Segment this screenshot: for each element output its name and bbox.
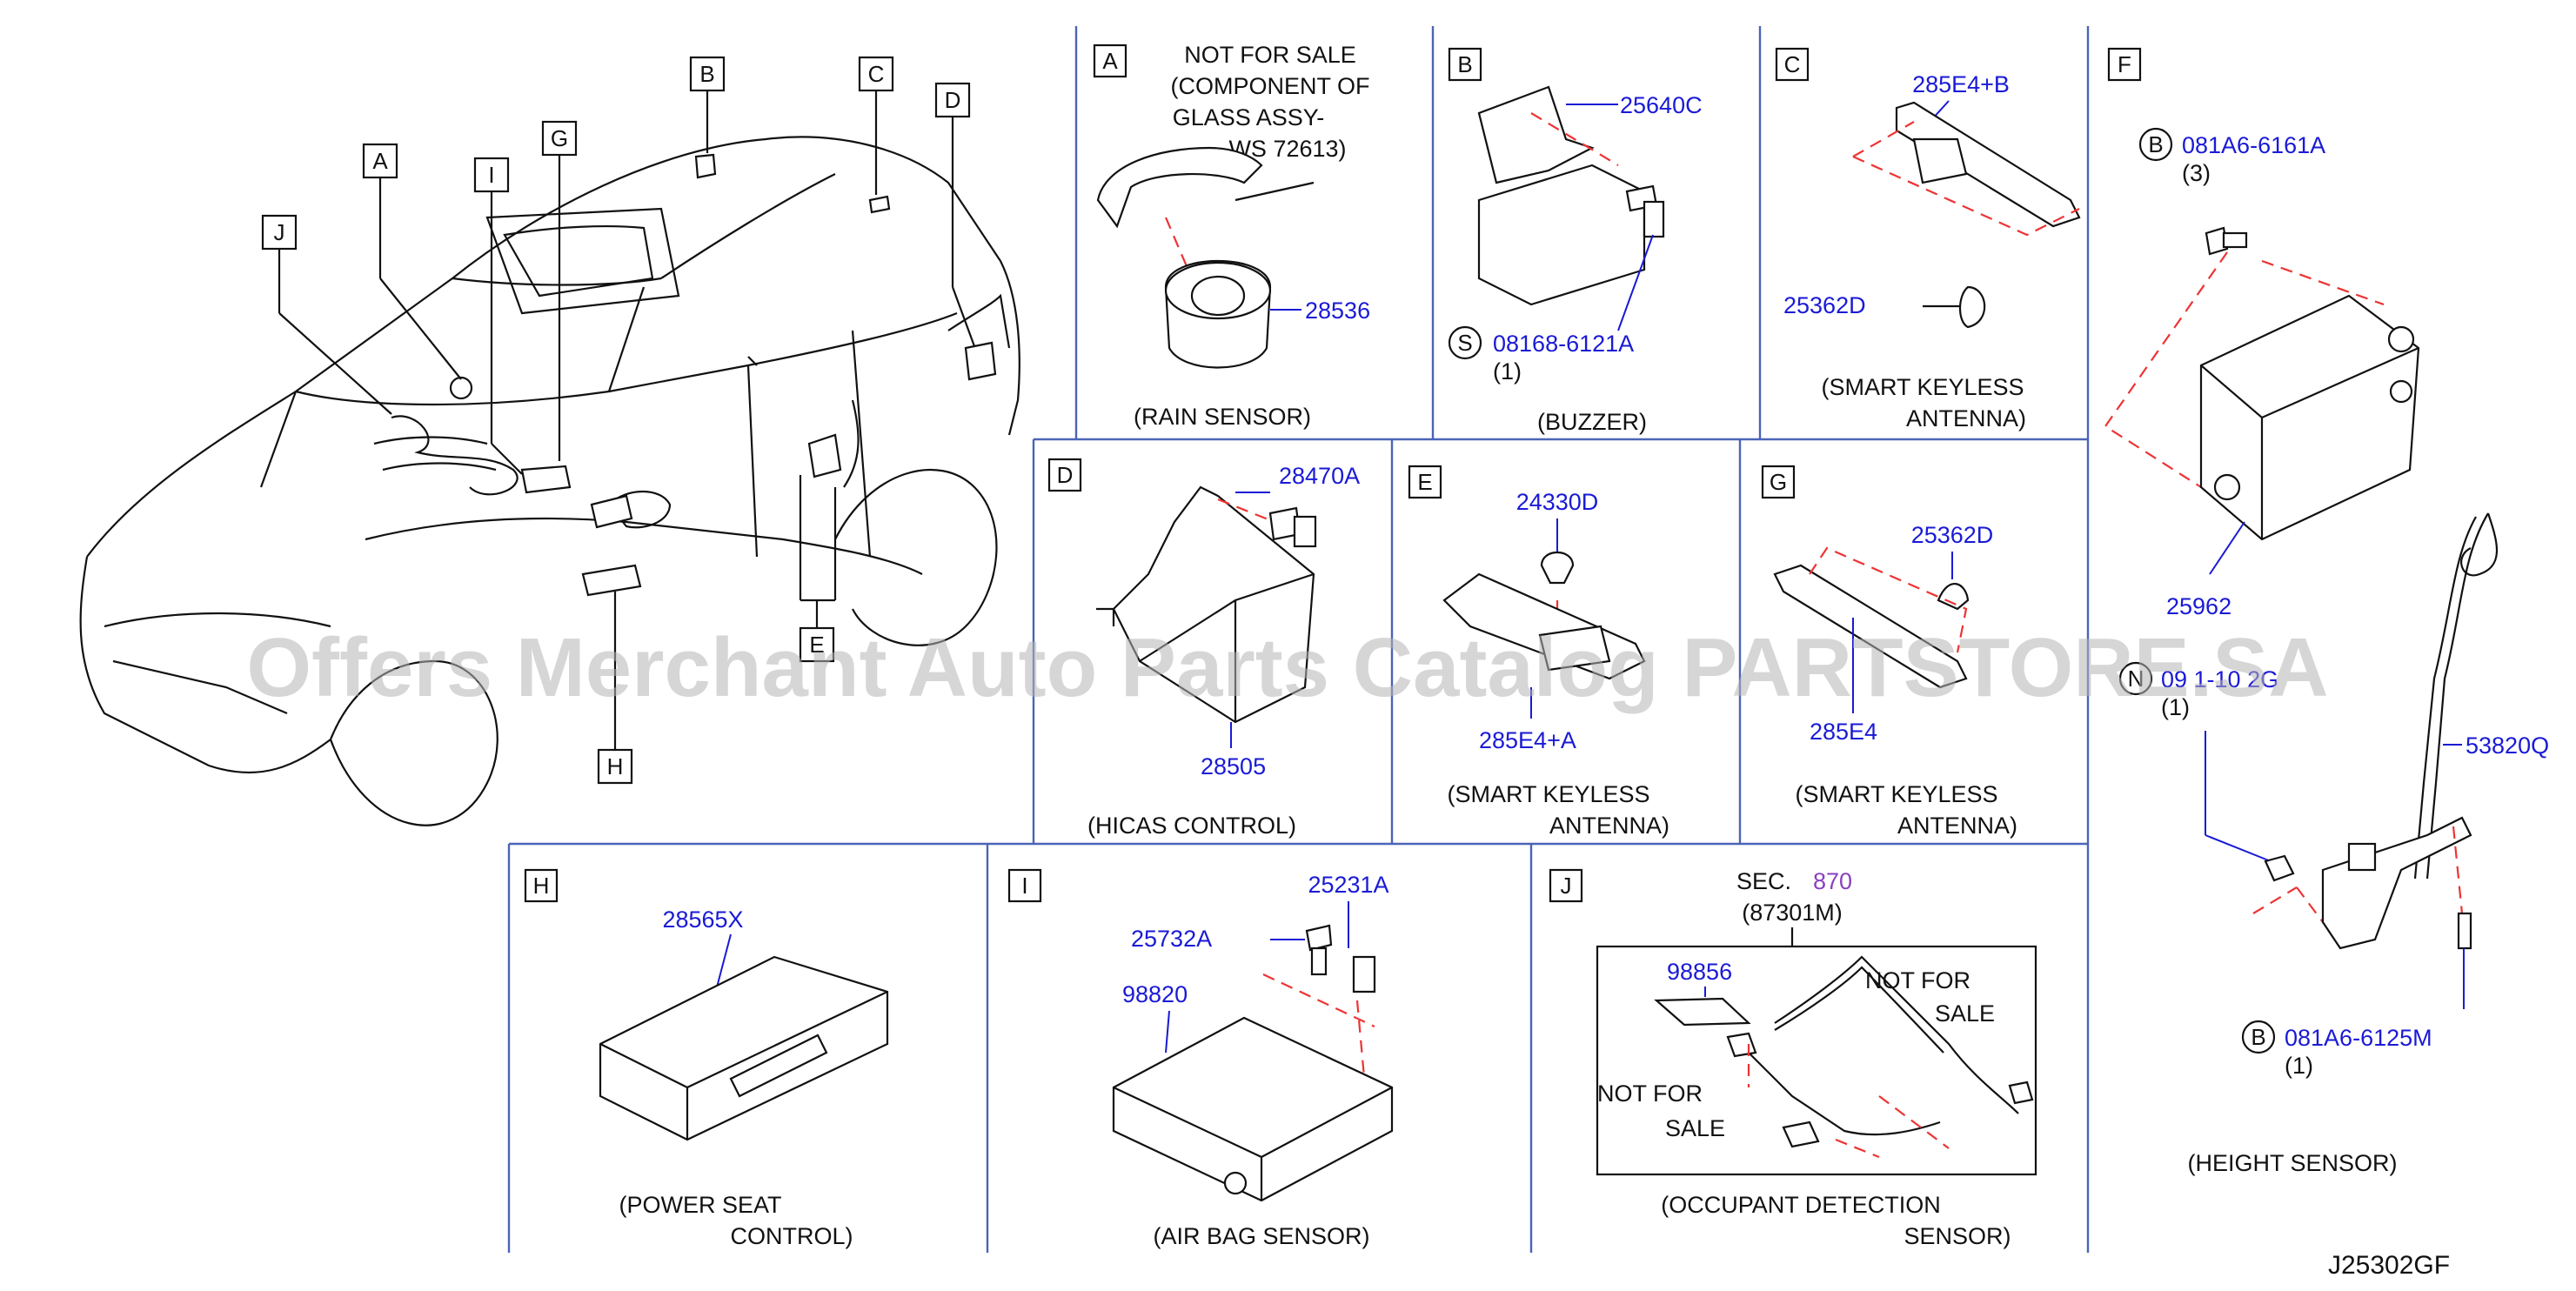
svg-text:B: B xyxy=(2148,131,2163,157)
svg-text:(1): (1) xyxy=(1493,358,1522,385)
part-number-285e4[interactable]: 285E4 xyxy=(1810,719,1877,745)
part-number-25362d-c[interactable]: 25362D xyxy=(1783,292,1866,318)
svg-text:I: I xyxy=(1021,873,1027,899)
panel-b-buzzer: B 25640C S 08168-6121A (1) (BUZZER) xyxy=(1448,47,1703,435)
svg-text:J: J xyxy=(1561,873,1572,899)
part-number-08168-6121a[interactable]: 08168-6121A xyxy=(1493,331,1634,357)
part-number-285e4-b[interactable]: 285E4+B xyxy=(1912,71,2010,97)
vehicle-overview: A B C D E G H xyxy=(79,56,1020,826)
part-number-98856[interactable]: 98856 xyxy=(1667,959,1732,985)
svg-text:D: D xyxy=(945,87,961,113)
svg-text:ANTENNA): ANTENNA) xyxy=(1897,813,2017,839)
watermark: Offers Merchant Auto Parts Catalog PARTS… xyxy=(246,621,2328,714)
part-number-25231a[interactable]: 25231A xyxy=(1308,872,1388,898)
svg-text:F: F xyxy=(2118,51,2131,77)
part-number-25640c[interactable]: 25640C xyxy=(1620,92,1703,118)
panel-i-air-bag-sensor: I 25231A 25732A 98820 (AIR BAG SENSOR) xyxy=(1007,868,1394,1249)
svg-text:(RAIN SENSOR): (RAIN SENSOR) xyxy=(1134,404,1311,430)
panel-a-rain-sensor: A NOT FOR SALE (COMPONENT OF GLASS ASSY-… xyxy=(1093,42,1370,430)
car-callout-h[interactable]: H xyxy=(597,592,633,785)
panel-c-smart-keyless-antenna: C 285E4+B 25362D (SMART KEYLESS ANTENNA) xyxy=(1775,47,2081,431)
panel-d-hicas-control: D 28470A 28505 (HICAS CONTROL) xyxy=(1047,458,1360,839)
svg-text:D: D xyxy=(1057,462,1074,488)
svg-text:B: B xyxy=(2251,1024,2265,1050)
svg-text:S: S xyxy=(1457,330,1472,356)
svg-text:A: A xyxy=(1102,48,1118,74)
part-number-285e4-a[interactable]: 285E4+A xyxy=(1479,727,1576,753)
svg-text:SEC.: SEC. xyxy=(1736,868,1791,894)
svg-text:CONTROL): CONTROL) xyxy=(731,1223,853,1249)
diagram-code: J25302GF xyxy=(2328,1251,2450,1280)
part-number-98820[interactable]: 98820 xyxy=(1122,981,1188,1007)
panel-grid xyxy=(507,26,2090,1253)
svg-text:(HEIGHT SENSOR): (HEIGHT SENSOR) xyxy=(2187,1150,2397,1176)
svg-text:(3): (3) xyxy=(2182,160,2211,186)
svg-text:ANTENNA): ANTENNA) xyxy=(1906,405,2026,431)
svg-text:(OCCUPANT DETECTION: (OCCUPANT DETECTION xyxy=(1661,1192,1941,1218)
part-number-24330d[interactable]: 24330D xyxy=(1516,489,1599,515)
svg-text:GLASS ASSY-: GLASS ASSY- xyxy=(1173,104,1325,130)
part-number-09-1-10-2g[interactable]: 09 1-10 2G xyxy=(2161,666,2278,692)
svg-text:NOT FOR SALE: NOT FOR SALE xyxy=(1184,42,1356,68)
svg-text:A: A xyxy=(372,148,388,174)
svg-text:(1): (1) xyxy=(2285,1053,2313,1079)
svg-text:G: G xyxy=(551,125,568,151)
svg-text:(SMART KEYLESS: (SMART KEYLESS xyxy=(1447,781,1649,807)
svg-text:G: G xyxy=(1770,469,1787,495)
panel-j-occupant-detection-sensor: J SEC. 870 (87301M) 98856 NOT FOR SALE N… xyxy=(1549,868,2037,1249)
svg-text:(COMPONENT OF: (COMPONENT OF xyxy=(1171,73,1370,99)
part-number-25962[interactable]: 25962 xyxy=(2166,593,2231,619)
svg-text:J: J xyxy=(274,219,285,245)
svg-text:N: N xyxy=(2128,666,2144,692)
svg-text:(1): (1) xyxy=(2161,694,2190,720)
svg-text:B: B xyxy=(699,61,714,87)
section-link-870[interactable]: 870 xyxy=(1813,868,1852,894)
part-number-28505[interactable]: 28505 xyxy=(1201,753,1266,779)
part-number-25732a[interactable]: 25732A xyxy=(1131,926,1212,952)
car-callout-g[interactable]: G xyxy=(541,120,578,461)
car-callout-i[interactable]: I xyxy=(473,157,523,475)
svg-text:E: E xyxy=(809,632,824,658)
part-number-081a6-6161a[interactable]: 081A6-6161A xyxy=(2182,132,2325,158)
part-number-28470a[interactable]: 28470A xyxy=(1279,463,1360,489)
svg-text:(SMART KEYLESS: (SMART KEYLESS xyxy=(1821,374,2024,400)
svg-text:NOT FOR: NOT FOR xyxy=(1865,967,1970,993)
svg-text:H: H xyxy=(607,753,624,779)
svg-text:E: E xyxy=(1417,469,1432,495)
svg-text:C: C xyxy=(868,61,885,87)
panel-h-power-seat-control: H 28565X (POWER SEAT CONTROL) xyxy=(524,868,889,1249)
part-number-28536[interactable]: 28536 xyxy=(1305,298,1370,324)
svg-text:SALE: SALE xyxy=(1665,1115,1725,1141)
svg-text:(BUZZER): (BUZZER) xyxy=(1537,409,1647,435)
part-number-081a6-6125m[interactable]: 081A6-6125M xyxy=(2285,1025,2432,1051)
part-number-25362d-g[interactable]: 25362D xyxy=(1911,522,1994,548)
svg-text:(AIR BAG SENSOR): (AIR BAG SENSOR) xyxy=(1153,1223,1369,1249)
svg-text:(SMART KEYLESS: (SMART KEYLESS xyxy=(1795,781,1997,807)
panel-e-smart-keyless-antenna: E 24330D 285E4+A (SMART KEYLESS ANTENNA) xyxy=(1408,465,1669,839)
panel-g-smart-keyless-antenna: G 25362D 285E4 (SMART KEYLESS ANTENNA) xyxy=(1761,465,2017,839)
panel-f-height-sensor: F B 081A6-6161A (3) 25962 N 09 1-10 2G (… xyxy=(2104,47,2549,1176)
svg-text:SALE: SALE xyxy=(1935,1000,1995,1027)
part-number-28565x[interactable]: 28565X xyxy=(662,906,743,933)
car-callout-j[interactable]: J xyxy=(261,214,392,415)
car-callout-a[interactable]: A xyxy=(362,143,462,380)
svg-text:SENSOR): SENSOR) xyxy=(1904,1223,2011,1249)
car-callout-b[interactable]: B xyxy=(689,56,726,153)
car-callout-d[interactable]: D xyxy=(934,82,976,347)
svg-text:I: I xyxy=(488,162,494,188)
svg-text:ANTENNA): ANTENNA) xyxy=(1549,813,1669,839)
svg-text:B: B xyxy=(1457,51,1472,77)
svg-text:(POWER SEAT: (POWER SEAT xyxy=(619,1192,781,1218)
part-number-53820q[interactable]: 53820Q xyxy=(2466,732,2549,759)
svg-text:C: C xyxy=(1784,51,1801,77)
svg-text:(87301M): (87301M) xyxy=(1742,900,1843,926)
svg-text:H: H xyxy=(533,873,550,899)
car-callout-e[interactable]: E xyxy=(799,475,837,663)
svg-text:NOT FOR: NOT FOR xyxy=(1597,1080,1703,1107)
car-callout-c[interactable]: C xyxy=(858,56,894,195)
svg-text:(HICAS CONTROL): (HICAS CONTROL) xyxy=(1087,813,1296,839)
